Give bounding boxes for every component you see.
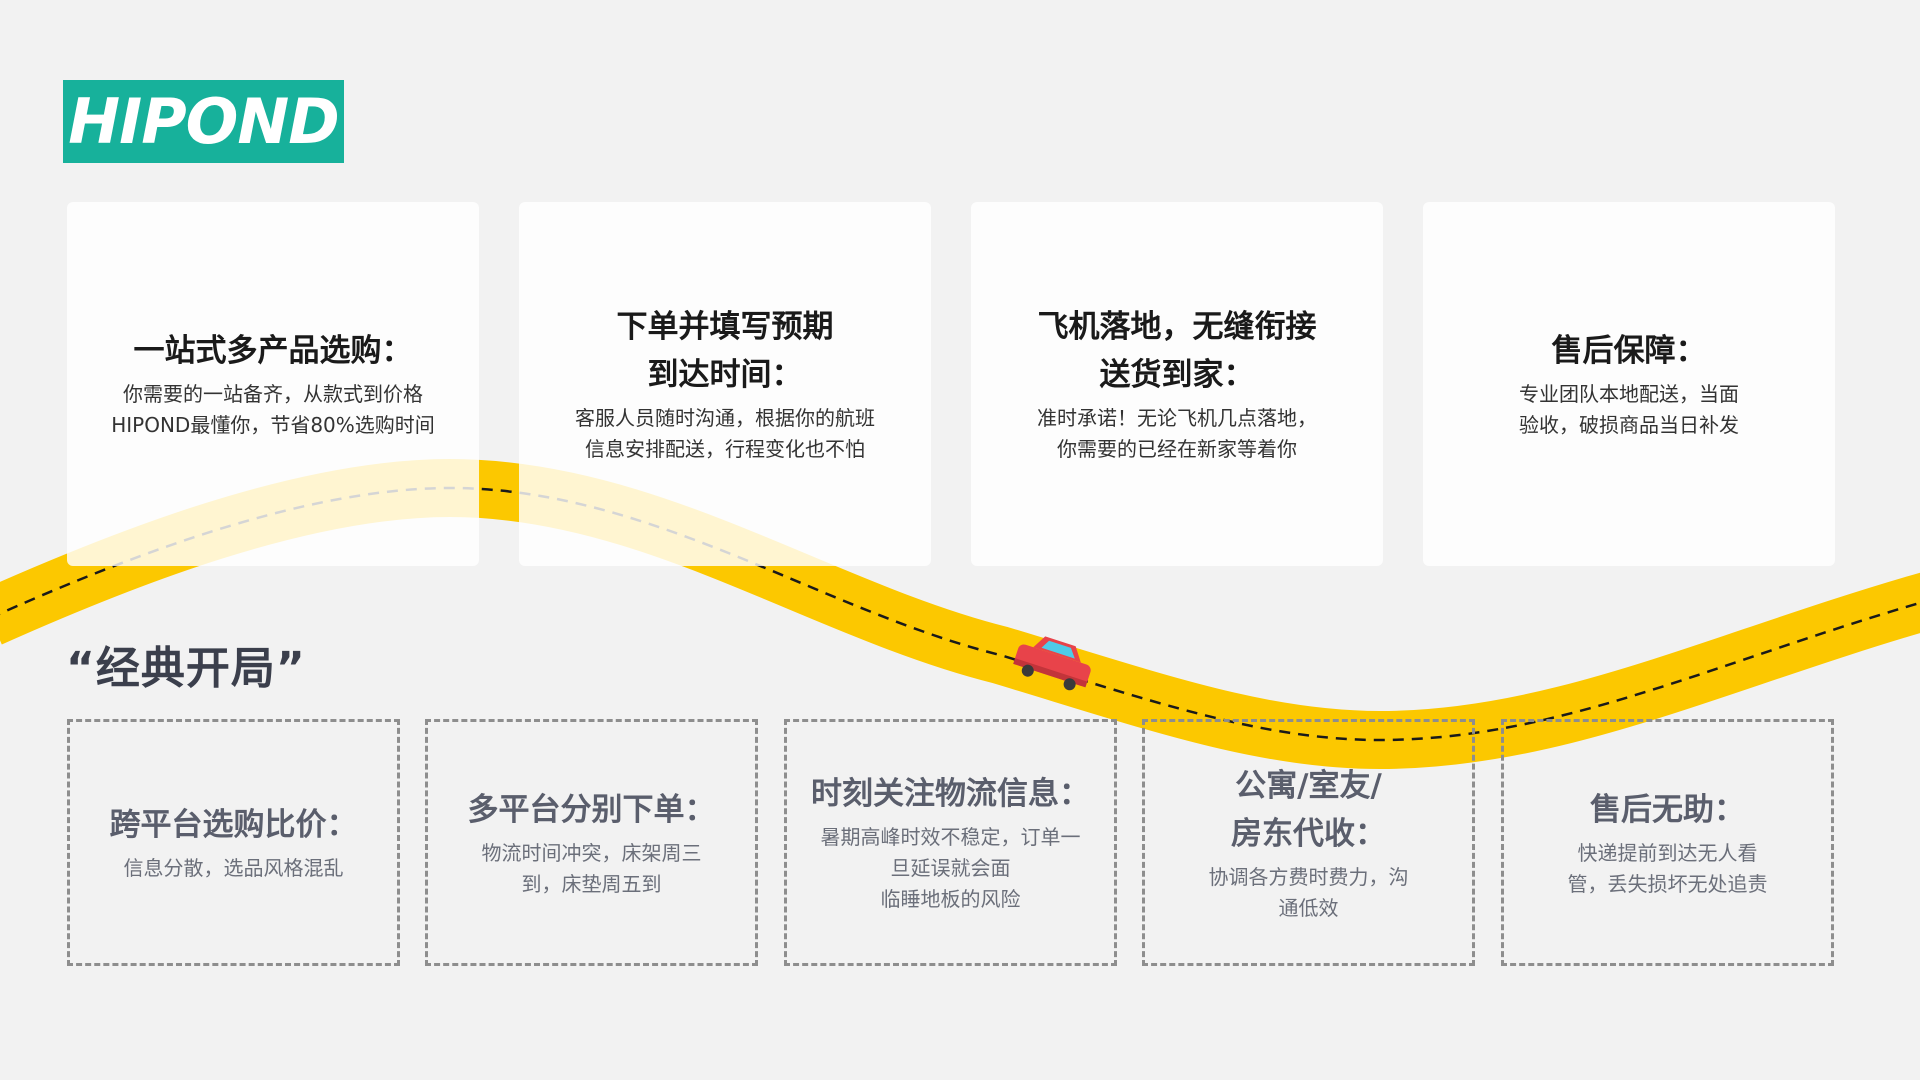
- card-text: 客服人员随时沟通，根据你的航班 信息安排配送，行程变化也不怕: [575, 406, 875, 461]
- box-title: 时刻关注物流信息：: [811, 776, 1090, 812]
- card-order-schedule: 下单并填写预期 到达时间： 客服人员随时沟通，根据你的航班 信息安排配送，行程变…: [519, 202, 931, 566]
- card-text: 专业团队本地配送，当面 验收，破损商品当日补发: [1519, 382, 1739, 437]
- box-title: 多平台分别下单：: [467, 791, 716, 828]
- card-title: 售后保障：: [1551, 333, 1707, 369]
- pain-point-box: 多平台分别下单： 物流时间冲突，床架周三 到，床垫周五到: [425, 719, 758, 966]
- pain-point-box: 跨平台选购比价： 信息分散，选品风格混乱: [67, 719, 400, 966]
- section-title: “经典开局”: [66, 643, 306, 694]
- box-text: 协调各方费时费力，沟 通低效: [1208, 864, 1409, 920]
- box-title: 跨平台选购比价：: [109, 807, 358, 843]
- card-title: 飞机落地，无缝衔接 送货到家：: [1037, 309, 1317, 393]
- car-icon: [1013, 636, 1091, 691]
- box-title: 售后无助：: [1590, 791, 1745, 828]
- box-text: 暑期高峰时效不稳定，订单一 旦延误就会面 临睡地板的风险: [820, 825, 1081, 911]
- logo-text: HIPOND: [68, 85, 339, 158]
- box-title: 公寓/室友/ 房东代收：: [1231, 767, 1386, 852]
- card-text: 准时承诺！无论飞机几点落地， 你需要的已经在新家等着你: [1037, 406, 1317, 461]
- card-title: 下单并填写预期 到达时间：: [616, 309, 834, 393]
- box-text: 信息分散，选品风格混乱: [123, 856, 344, 880]
- pain-point-box: 公寓/室友/ 房东代收： 协调各方费时费力，沟 通低效: [1142, 719, 1475, 966]
- hipond-logo: HIPOND: [63, 80, 344, 163]
- box-text: 物流时间冲突，床架周三 到，床垫周五到: [481, 840, 702, 896]
- card-text: 你需要的一站备齐，从款式到价格 HIPOND最懂你，节省80%选购时间: [111, 382, 435, 437]
- pain-point-box: 售后无助： 快递提前到达无人看 管，丢失损坏无处追责: [1501, 719, 1834, 966]
- box-text: 快递提前到达无人看 管，丢失损坏无处追责: [1567, 840, 1768, 896]
- card-after-sales: 售后保障： 专业团队本地配送，当面 验收，破损商品当日补发: [1423, 202, 1835, 566]
- card-home-delivery: 飞机落地，无缝衔接 送货到家： 准时承诺！无论飞机几点落地， 你需要的已经在新家…: [971, 202, 1383, 566]
- card-title: 一站式多产品选购：: [133, 333, 413, 369]
- pain-point-box: 时刻关注物流信息： 暑期高峰时效不稳定，订单一 旦延误就会面 临睡地板的风险: [784, 719, 1117, 966]
- card-one-stop-shopping: 一站式多产品选购： 你需要的一站备齐，从款式到价格 HIPOND最懂你，节省80…: [67, 202, 479, 566]
